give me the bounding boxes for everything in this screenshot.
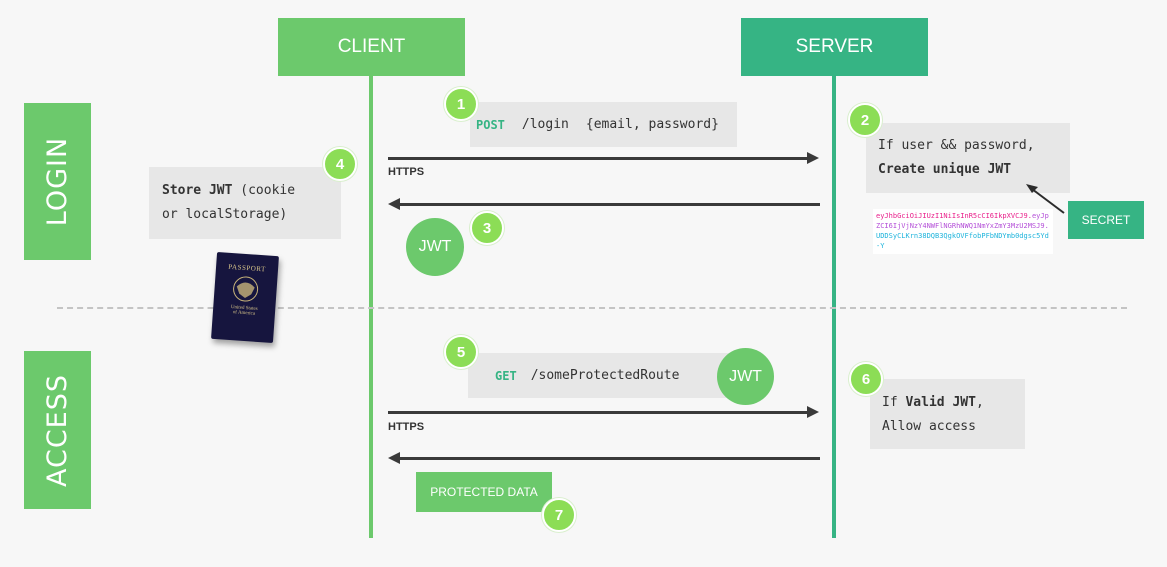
access-request-method: GET (495, 368, 517, 383)
login-section-text: LOGIN (42, 136, 74, 227)
step-badge-2: 2 (848, 103, 882, 137)
login-request-box: POST /login {email, password} (470, 102, 737, 147)
arrow-icon (388, 198, 400, 210)
protected-data-box: PROTECTED DATA (416, 472, 552, 512)
create-jwt-line1: If user && password, (878, 138, 1035, 153)
login-request-method: POST (476, 117, 505, 132)
protected-data-label: PROTECTED DATA (430, 485, 538, 499)
secret-box: SECRET (1068, 201, 1144, 239)
arrow-icon (807, 406, 819, 418)
arrow-icon (388, 452, 400, 464)
passport-image: PASSPORT United States of America (211, 251, 279, 344)
valid-jwt-post: , (975, 395, 984, 410)
valid-jwt-bold: Valid JWT (905, 395, 976, 410)
access-response-arrow (400, 457, 820, 460)
login-section-label: LOGIN (24, 103, 91, 260)
access-section-text: ACCESS (42, 373, 74, 487)
valid-jwt-line2: Allow access (882, 419, 976, 434)
store-jwt-line2: or localStorage) (162, 207, 288, 222)
login-request-body: {email, password} (585, 117, 719, 132)
login-request-path: /login (521, 117, 569, 132)
jwt-token-signature: UDDSyCLKrn38DQB3QgkOVFfobPFbNDYmb0dgsc5Y… (876, 232, 1049, 250)
access-transport-label: HTTPS (388, 421, 425, 433)
store-jwt-bold: Store JWT (162, 183, 233, 198)
valid-jwt-pre: If (882, 395, 906, 410)
server-header: SERVER (741, 18, 928, 76)
access-request-jwt-label: JWT (729, 367, 762, 385)
valid-jwt-box: If Valid JWT, Allow access (870, 379, 1025, 449)
jwt-token-header: eyJhbGciOiJIUzI1NiIsInR5cCI6IkpXVCJ9. (876, 212, 1032, 220)
access-request-jwt: JWT (717, 348, 774, 405)
step-badge-7: 7 (542, 498, 576, 532)
step-badge-4: 4 (323, 147, 357, 181)
login-response-arrow (400, 203, 820, 206)
login-transport-label: HTTPS (388, 166, 425, 178)
create-jwt-line2: Create unique JWT (878, 162, 1012, 177)
store-jwt-box: Store JWT (cookie or localStorage) (149, 167, 341, 239)
create-jwt-box: If user && password, Create unique JWT (866, 123, 1070, 193)
step-badge-3: 3 (470, 211, 504, 245)
login-request-arrow (388, 157, 808, 160)
arrow-icon (807, 152, 819, 164)
passport-seal-icon (233, 276, 259, 302)
client-header-label: CLIENT (337, 36, 406, 57)
step-badge-1: 1 (444, 87, 478, 121)
access-request-box: GET /someProtectedRoute (468, 353, 730, 398)
login-response-jwt-label: JWT (418, 238, 452, 255)
step-badge-5: 5 (444, 335, 478, 369)
jwt-token-payload: eyJpZCI6IjVjNzY4NWFlNGRhNWQ1NmYxZmY3MzU2… (876, 212, 1049, 230)
client-header: CLIENT (278, 18, 465, 76)
section-divider (57, 307, 1127, 309)
login-response-jwt: JWT (406, 218, 464, 276)
access-request-path: /someProtectedRoute (530, 368, 680, 383)
store-jwt-rest: (cookie (232, 183, 296, 198)
access-request-arrow (388, 411, 808, 414)
access-section-label: ACCESS (24, 351, 91, 509)
jwt-token-string: eyJhbGciOiJIUzI1NiIsInR5cCI6IkpXVCJ9.eyJ… (873, 209, 1053, 254)
server-header-label: SERVER (795, 36, 874, 57)
secret-label: SECRET (1081, 213, 1131, 227)
step-badge-6: 6 (849, 362, 883, 396)
secret-arrow-icon (1026, 184, 1065, 214)
